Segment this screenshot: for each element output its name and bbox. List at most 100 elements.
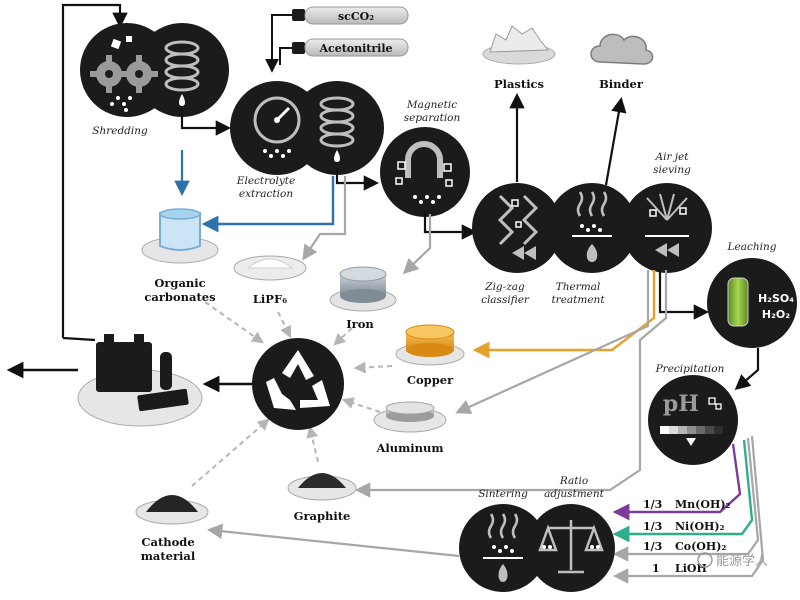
shredding-circle-right [135,23,229,117]
coil-icon [164,40,200,92]
lipf6-product: LiPF₆ [233,255,307,306]
thermal-to-binder-arrow [604,96,627,186]
battery-icon [96,342,152,392]
droplet-icon [179,94,185,106]
sintering-label: Sintering [478,488,528,500]
binder-label: Binder [599,77,644,91]
cathode-label-line2: material [141,549,196,563]
ratio-adjustment-step: Ratio adjustment [527,475,615,592]
sintering-step: Sintering [459,488,547,592]
lipf6-label: LiPF₆ [253,292,287,306]
precipitation-label: Precipitation [655,363,725,375]
recycle-icon [266,350,330,410]
iron-product: Iron [329,266,397,331]
leaching-to-precipitation-arrow [734,348,760,391]
magnetic-separation-step: Magnetic separation [380,99,470,217]
sintering-circle [459,504,547,592]
airjet-label-line2: sieving [653,164,691,176]
leaching-label: Leaching [727,241,777,253]
ratio-lioh-fraction: 1 [652,562,660,575]
acetonitrile-label: Acetonitrile [318,42,392,55]
watermark: 能源学人 [697,552,768,569]
airjet-label-line1: Air jet [655,151,690,163]
flame-icon [498,564,508,582]
h2o2-label: H₂O₂ [762,308,790,321]
zigzag-circle [472,183,562,273]
graphite-label: Graphite [294,509,351,523]
ratio-mn-fraction: 1/3 [643,498,662,511]
heat-waves-icon [576,191,608,217]
ratio-ni-compound: Ni(OH)₂ [675,520,725,533]
lioh-arrow [612,435,765,584]
extraction-to-magnetic-arrow [335,168,380,191]
leaching-step: Leaching H₂SO₄ H₂O₂ [707,241,797,348]
magnetic-to-zigzag-arrow [423,212,478,240]
copper-label: Copper [407,373,454,387]
fan-icon [655,243,679,257]
scco2-label: scCO₂ [338,10,374,23]
ratio-arrows [612,435,765,584]
solvent-feed-line [265,14,292,73]
extraction-circle-right [290,81,384,175]
pressure-gauge-icon [253,96,301,144]
air-jet-sieving-step: Air jet sieving [622,151,712,273]
magnetic-to-iron-arrow [402,214,432,275]
precipitation-circle [648,375,738,465]
extraction-label-line1: Electrolyte [236,175,295,187]
copper-product: Copper [395,324,465,387]
ratio-label-line2: adjustment [544,488,605,500]
zigzag-label-line1: Zig-zag [484,281,525,293]
magnet-icon [405,141,443,178]
balance-scale-icon [538,520,604,574]
ratio-ni-fraction: 1/3 [643,520,662,533]
droplet-icon [334,150,340,162]
graphite-product: Graphite [287,473,357,523]
airjet-to-aluminum-arrow [455,270,650,414]
shredding-to-extraction-arrow [180,108,232,136]
recycle-input-arrows [191,301,393,487]
cathode-material-product: Cathode material [135,495,209,563]
fan-icon [512,246,536,260]
beaker-icon [159,212,201,251]
airjet-circle [622,183,712,273]
thermal-circle [547,183,637,273]
ph-scale-icon [660,426,723,446]
zigzag-classifier-step: Zig-zag classifier [472,183,562,306]
iron-label: Iron [346,317,374,331]
coil-icon [319,96,355,148]
air-jet-icon [646,193,688,221]
organic-carbonates-product: Organic carbonates [141,208,219,304]
ratio-label-line1: Ratio [559,475,588,487]
cathode-label-line1: Cathode [141,535,194,549]
plastics-label: Plastics [494,77,544,91]
thermal-label-line2: treatment [551,294,605,306]
solvent-acetonitrile: Acetonitrile [292,38,409,57]
battery-product [77,334,203,427]
ratio-labels: 1/3 Mn(OH)₂ 1/3 Ni(OH)₂ 1/3 Co(OH)₂ 1 Li… [643,498,731,575]
ni-arrow [612,439,754,543]
extraction-to-lipf6-arrow [302,176,347,261]
h2so4-label: H₂SO₄ [758,292,794,305]
feedback-loop-arrow [61,3,128,338]
magnetic-circle [380,127,470,217]
heat-waves-icon [487,513,519,539]
test-tube-icon [727,277,749,327]
aluminum-product: Aluminum [373,401,447,455]
sintering-to-cathode-arrow [206,523,460,558]
precipitation-step: Precipitation pH [648,363,738,465]
shredding-step: Shredding [80,23,229,137]
mn-arrow [612,443,742,521]
airjet-to-leaching-arrow [658,270,710,320]
cloud-icon [590,33,654,65]
shredding-label: Shredding [92,125,148,137]
magnetic-label-line1: Magnetic [406,99,457,111]
aluminum-label: Aluminum [375,441,443,455]
recycle-step [252,338,344,430]
plastics-product: Plastics [482,25,556,91]
thermal-label-line1: Thermal [556,281,601,293]
extraction-label-line2: extraction [239,188,293,200]
ratio-co-fraction: 1/3 [643,540,662,553]
thermal-treatment-step: Thermal treatment [547,183,637,306]
ratio-lioh-compound: LiOH [675,562,707,575]
